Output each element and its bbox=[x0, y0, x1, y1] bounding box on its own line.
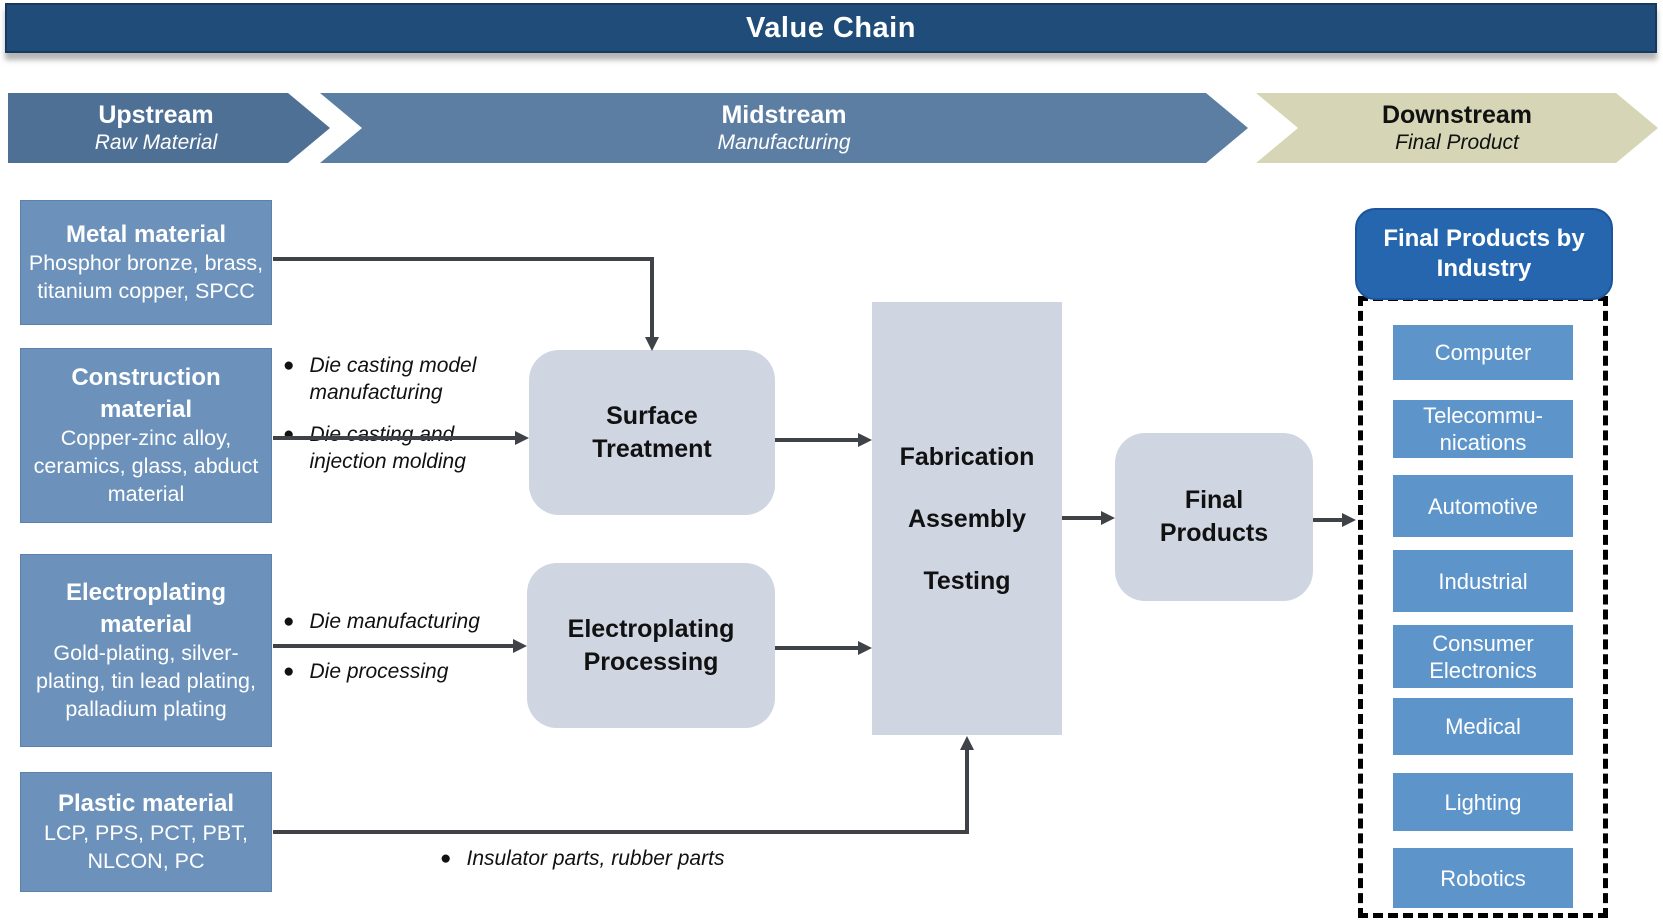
bullet-item: ● Insulator parts, rubber parts bbox=[440, 845, 800, 872]
bullet-icon: ● bbox=[283, 424, 295, 445]
industry-label: Medical bbox=[1445, 714, 1521, 739]
bullet-item: ● Die processing bbox=[283, 658, 543, 685]
industry-label: Robotics bbox=[1440, 865, 1526, 891]
arrowhead-right-industries bbox=[1342, 513, 1356, 527]
final-products-label: Final Products bbox=[1159, 486, 1269, 547]
bullet-icon: ● bbox=[283, 611, 295, 632]
final-products-box: Final Products bbox=[1115, 433, 1313, 601]
banner-midstream-subtitle: Manufacturing bbox=[717, 131, 851, 155]
title-bar: Value Chain bbox=[5, 3, 1657, 53]
bullet-text: Die casting model manufacturing bbox=[309, 354, 477, 404]
material-desc: Copper-zinc alloy, ceramics, glass, abdu… bbox=[33, 425, 259, 506]
industry-label: Computer bbox=[1434, 340, 1532, 365]
material-box-plastic: Plastic material LCP, PPS, PCT, PBT, NLC… bbox=[20, 772, 272, 892]
arrowhead-right-surface-treatment bbox=[515, 431, 529, 445]
industry-computer: Computer bbox=[1393, 325, 1573, 380]
industry-label: Automotive bbox=[1427, 493, 1539, 519]
testing-label: Testing bbox=[923, 566, 1011, 595]
material-box-construction: Construction material Copper-zinc alloy,… bbox=[20, 348, 272, 523]
material-desc: Phosphor bronze, brass, titanium copper,… bbox=[28, 251, 264, 304]
industry-telecommunications: Telecommu- nications bbox=[1393, 400, 1573, 458]
fabrication-label: Fabrication bbox=[899, 442, 1035, 471]
arrowhead-right-final-products bbox=[1101, 511, 1115, 525]
assembly-label: Assembly bbox=[907, 504, 1027, 533]
banner-upstream-title: Upstream bbox=[98, 100, 214, 129]
arrow-plastic-to-fabrication bbox=[273, 750, 969, 834]
banner-downstream-subtitle: Final Product bbox=[1395, 131, 1519, 155]
bullet-text: Die casting and injection molding bbox=[309, 423, 466, 473]
arrowhead-right-fabrication-top bbox=[858, 433, 872, 447]
bullet-item: ● Die manufacturing bbox=[283, 608, 543, 635]
industry-label: Lighting bbox=[1444, 789, 1522, 815]
bullet-item: ● Die casting model manufacturing bbox=[283, 352, 483, 406]
fabrication-assembly-testing-box: Fabrication Assembly Testing bbox=[872, 302, 1062, 735]
electroplating-processing-box: Electroplating Processing bbox=[527, 563, 775, 728]
surface-treatment-label: Surface Treatment bbox=[592, 401, 712, 463]
bullet-list-electroplating-inputs: ● Die manufacturing ● Die processing bbox=[283, 608, 543, 708]
bullet-text: Insulator parts, rubber parts bbox=[466, 847, 725, 870]
bullet-icon: ● bbox=[283, 355, 295, 376]
bullet-list-plastic-inputs: ● Insulator parts, rubber parts bbox=[440, 845, 800, 872]
bullet-icon: ● bbox=[283, 661, 295, 682]
arrowhead-up-fabrication bbox=[960, 736, 974, 750]
banner-downstream-title: Downstream bbox=[1381, 100, 1533, 129]
material-title: Plastic material bbox=[57, 790, 235, 818]
material-title: Metal material bbox=[65, 220, 227, 248]
bullet-item: ● Die casting and injection molding bbox=[283, 421, 483, 475]
material-title: Electroplating material bbox=[65, 579, 227, 638]
material-desc: LCP, PPS, PCT, PBT, NLCON, PC bbox=[44, 820, 248, 873]
bullet-icon: ● bbox=[440, 848, 452, 869]
banner-midstream-title: Midstream bbox=[721, 100, 847, 129]
industry-label: Consumer Electronics bbox=[1429, 630, 1537, 683]
bullet-text: Die processing bbox=[309, 660, 449, 683]
material-box-metal: Metal material Phosphor bronze, brass, t… bbox=[20, 200, 272, 325]
banner-upstream-subtitle: Raw Material bbox=[94, 131, 218, 155]
arrowhead-down-surface-treatment bbox=[645, 337, 659, 351]
page-title: Value Chain bbox=[746, 11, 916, 44]
material-title: Construction material bbox=[71, 364, 221, 423]
surface-treatment-box: Surface Treatment bbox=[529, 350, 775, 515]
banner-downstream: Downstream Final Product bbox=[1256, 93, 1658, 163]
arrowhead-right-fabrication-bottom bbox=[858, 641, 872, 655]
banner-upstream: Upstream Raw Material bbox=[8, 93, 330, 163]
industry-label: Industrial bbox=[1438, 568, 1528, 594]
industry-header-label: Final Products by Industry bbox=[1383, 225, 1585, 282]
industry-automotive: Automotive bbox=[1393, 475, 1573, 537]
banner-midstream: Midstream Manufacturing bbox=[320, 93, 1248, 163]
material-box-electroplating: Electroplating material Gold-plating, si… bbox=[20, 554, 272, 747]
industry-consumer-electronics: Consumer Electronics bbox=[1393, 625, 1573, 688]
industry-label: Telecommu- nications bbox=[1423, 403, 1543, 455]
material-desc: Gold-plating, silver-plating, tin lead p… bbox=[36, 640, 256, 721]
industry-industrial: Industrial bbox=[1393, 550, 1573, 612]
arrow-metal-to-surface-treatment bbox=[273, 257, 654, 338]
bullet-list-surface-inputs: ● Die casting model manufacturing ● Die ca… bbox=[283, 352, 483, 490]
industry-medical: Medical bbox=[1393, 698, 1573, 755]
bullet-text: Die manufacturing bbox=[309, 610, 480, 633]
final-products-by-industry-header: Final Products by Industry bbox=[1355, 208, 1613, 300]
industry-lighting: Lighting bbox=[1393, 773, 1573, 831]
industry-robotics: Robotics bbox=[1393, 848, 1573, 908]
electroplating-processing-label: Electroplating Processing bbox=[567, 614, 735, 676]
